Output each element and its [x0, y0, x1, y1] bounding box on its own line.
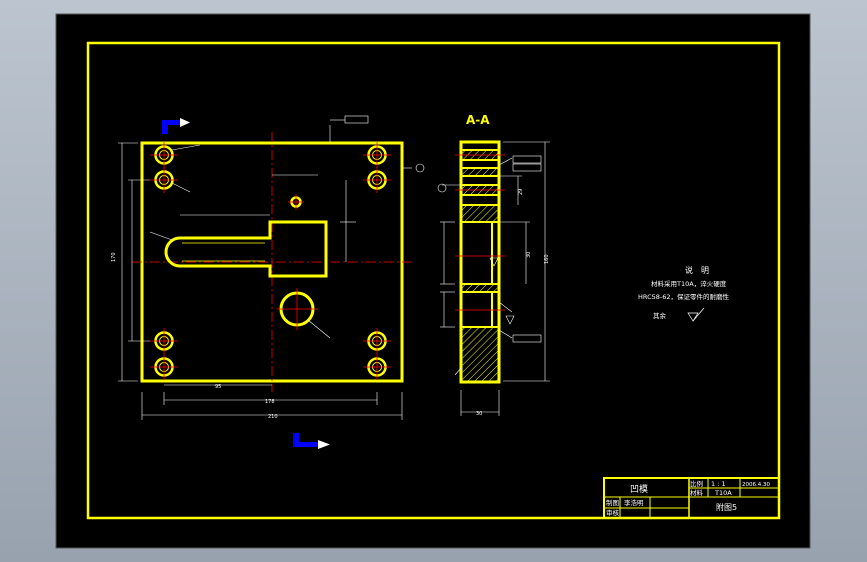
section-arrow-bottom [293, 433, 330, 449]
roughness-symbol-2 [489, 257, 499, 267]
hole-bottom-left [150, 328, 178, 354]
hatch-5 [462, 284, 498, 292]
tb-scale-value: 1 : 1 [711, 480, 726, 488]
tb-checked-label: 审核 [606, 508, 620, 517]
tolerance-frame-2 [512, 163, 542, 172]
notes-line-1: 材料采用T10A，淬火硬度 [651, 279, 727, 288]
tolerance-frame-top [344, 115, 369, 124]
section-outline [459, 140, 501, 384]
tb-date: 2006.4.30 [742, 482, 770, 488]
section-label: A-A [466, 113, 490, 127]
dim-29: 29 [518, 189, 524, 195]
hole-bottom-right-2 [363, 354, 391, 380]
section-arrow-top [162, 118, 190, 134]
technical-notes: 说 明 材料采用T10A，淬火硬度 HRC58-62，保证零件的耐磨性 其余 [638, 265, 730, 322]
cavity-inner-edge [182, 242, 265, 262]
hole-bottom-left-2 [150, 354, 178, 380]
hatch-2 [462, 168, 498, 176]
hole-top-left-2 [150, 167, 178, 193]
hole-top-right [363, 142, 391, 168]
dim-height-left: 170 [111, 252, 117, 262]
roughness-symbol-1 [505, 315, 515, 325]
datum-marker-c [437, 183, 447, 193]
tb-material-label: 材料 [690, 488, 704, 497]
tolerance-frame-3 [512, 334, 542, 343]
dim-width-inner: 178 [265, 399, 275, 405]
drawing-border [86, 41, 781, 520]
model-space[interactable] [55, 13, 811, 549]
dim-30a: 30 [526, 252, 532, 258]
dim-width-total: 210 [268, 414, 278, 420]
hatch-4 [462, 205, 498, 222]
large-hole [276, 288, 331, 339]
hole-top-right-2 [363, 167, 391, 193]
dim-width-small: 95 [215, 384, 221, 390]
hatch-6 [462, 327, 498, 381]
dim-thickness: 30 [476, 411, 482, 417]
tolerance-frame-1 [512, 155, 542, 164]
hole-top-left [150, 142, 178, 168]
datum-marker-b [415, 163, 425, 173]
notes-line-2: HRC58-62，保证零件的耐磨性 [638, 292, 730, 301]
die-cavity [164, 220, 328, 278]
notes-line-3: 其余 [653, 311, 667, 320]
pin-hole [288, 194, 304, 210]
front-view: 210 178 95 170 [111, 115, 425, 420]
tb-drawn-by: 李浩明 [624, 498, 644, 507]
tb-part-name: 凹模 [630, 484, 648, 495]
hole-bottom-right [363, 328, 391, 354]
front-dimensions [118, 119, 412, 420]
tb-material-value: T10A [714, 489, 732, 497]
dim-160: 160 [544, 254, 550, 264]
section-view: 30 160 30 29 [437, 140, 550, 417]
roughness-symbol-notes [687, 312, 699, 322]
tb-drawn-by-label: 制图 [606, 498, 619, 507]
notes-title: 说 明 [685, 265, 709, 275]
tb-drawing-no: 附图5 [716, 502, 737, 512]
tb-scale-label: 比例 [690, 479, 703, 488]
title-block: 凹模 比例 1 : 1 2006.4.30 材料 T10A 制图 李浩明 审核 … [603, 477, 780, 519]
